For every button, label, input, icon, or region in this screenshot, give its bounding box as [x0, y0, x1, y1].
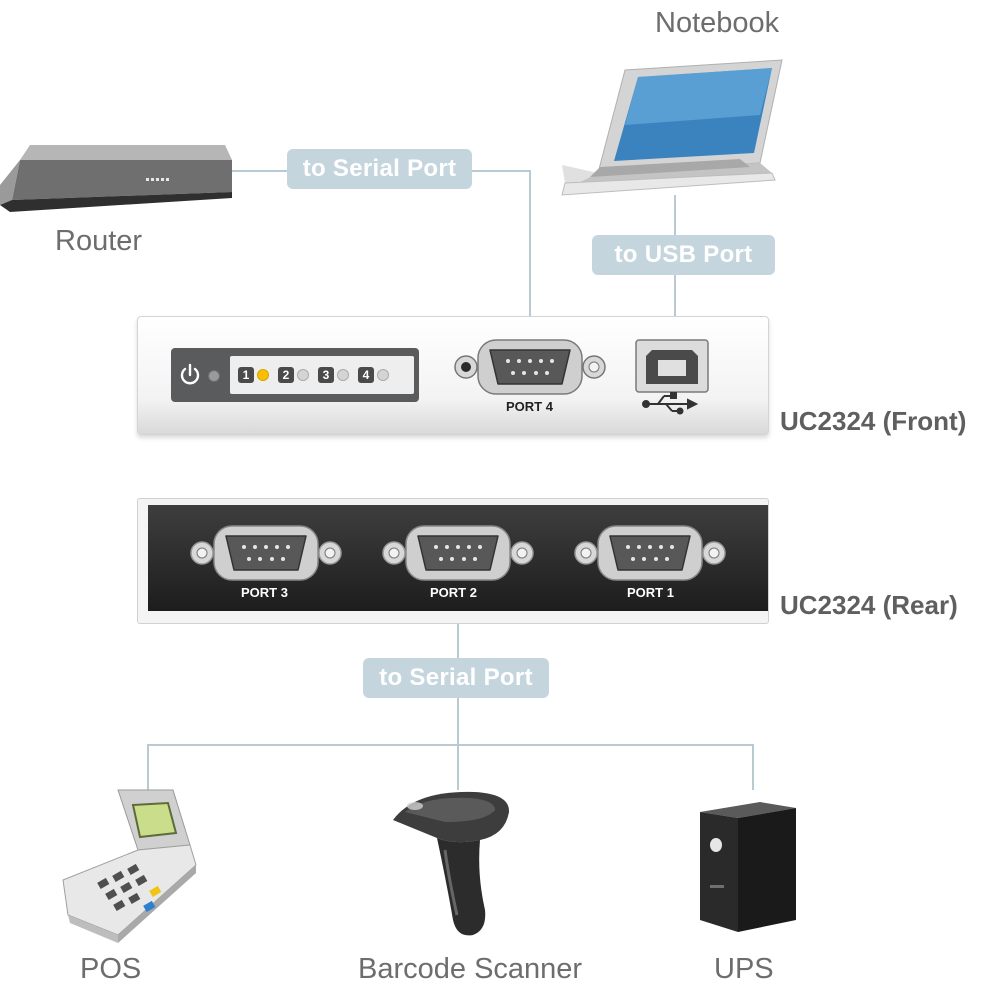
led-number-3: 3 — [318, 367, 334, 383]
barcode-scanner-icon — [393, 791, 510, 936]
front-port-4-label: PORT 4 — [506, 399, 553, 414]
rear-port-1-label: PORT 1 — [627, 585, 674, 600]
rear-port-2-label: PORT 2 — [430, 585, 477, 600]
led-number-2: 2 — [278, 367, 294, 383]
rear-port-2-icon — [382, 525, 534, 581]
notebook-usb-pill: to USB Port — [592, 235, 775, 275]
led-number-1: 1 — [238, 367, 254, 383]
notebook-label: Notebook — [655, 7, 780, 39]
router-label: Router — [55, 225, 143, 257]
port3-led — [337, 369, 349, 381]
power-led — [208, 370, 220, 382]
ups-label: UPS — [714, 953, 774, 985]
port1-led — [257, 369, 269, 381]
led-number-4: 4 — [358, 367, 374, 383]
front-serial-port-icon — [454, 339, 606, 395]
port2-led — [297, 369, 309, 381]
router-serial-pill: to Serial Port — [287, 149, 472, 189]
port4-led — [377, 369, 389, 381]
rear-serial-pill: to Serial Port — [363, 658, 549, 698]
notebook-icon — [561, 59, 783, 196]
ups-icon — [700, 802, 796, 932]
front-model-label: UC2324 (Front) — [780, 406, 967, 436]
pos-label: POS — [80, 953, 142, 985]
usb-symbol-icon — [642, 392, 699, 415]
router-icon — [0, 145, 232, 212]
rear-port-3-icon — [190, 525, 342, 581]
rear-port-1-icon — [574, 525, 726, 581]
barcode-scanner-label: Barcode Scanner — [358, 953, 583, 985]
rear-port-3-label: PORT 3 — [241, 585, 288, 600]
branch-wire — [147, 744, 754, 790]
pos-terminal-icon — [62, 789, 197, 943]
rear-model-label: UC2324 (Rear) — [780, 590, 958, 620]
power-icon — [180, 363, 200, 385]
usb-b-port-icon — [635, 339, 709, 415]
